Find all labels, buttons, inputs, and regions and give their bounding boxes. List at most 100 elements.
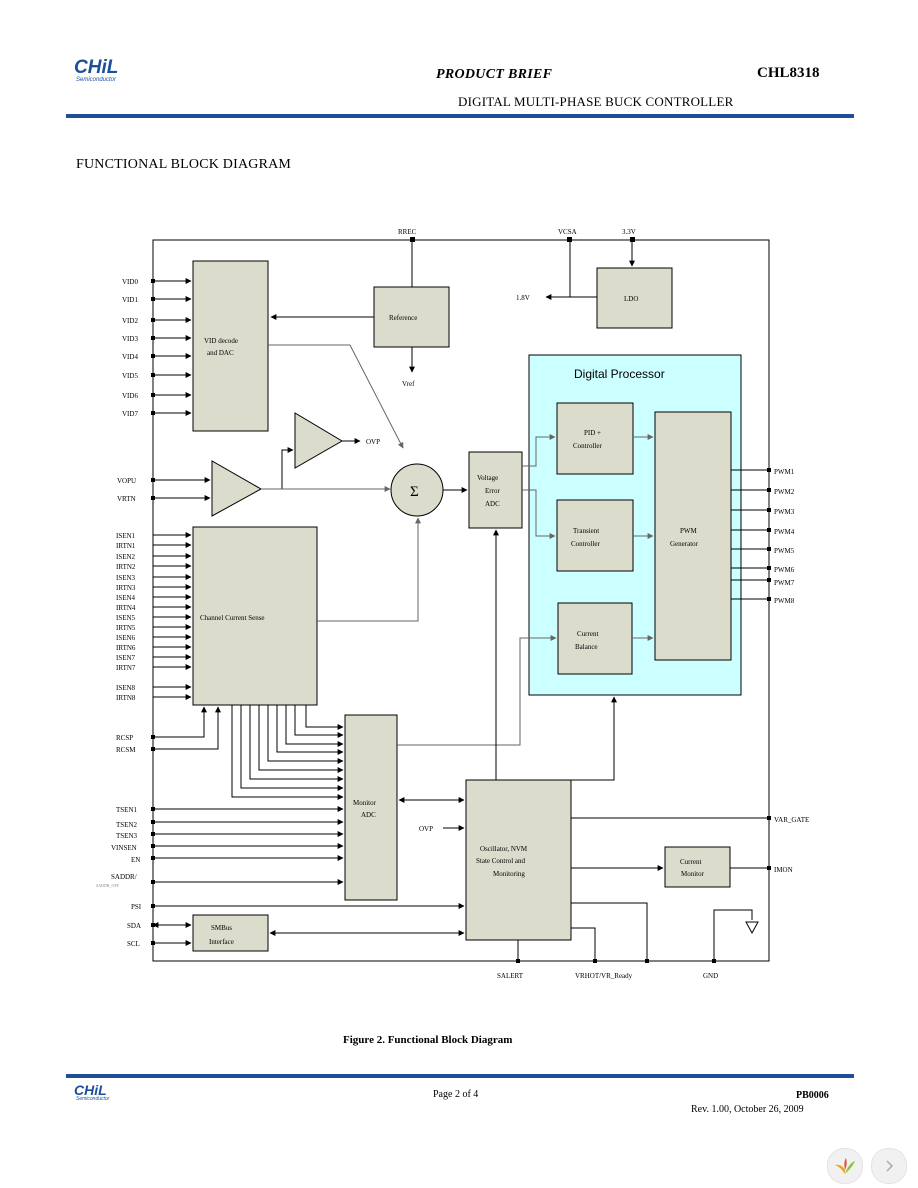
pin-vid2: VID2 bbox=[122, 317, 138, 325]
viewer-logo-button[interactable] bbox=[827, 1148, 863, 1184]
pin-irtn4: IRTN4 bbox=[116, 604, 136, 612]
vea-line2: Error bbox=[485, 487, 500, 495]
osc-line3: Monitoring bbox=[493, 870, 525, 878]
channel-current-label: Channel Current Sense bbox=[200, 614, 265, 622]
pin-rrec: RREC bbox=[398, 228, 417, 236]
pin-psi: PSI bbox=[131, 903, 142, 911]
voltage-error-adc-block bbox=[468, 451, 523, 529]
transient-line1: Transient bbox=[573, 527, 599, 535]
part-number: CHL8318 bbox=[757, 65, 820, 81]
pin-vrhot: VRHOT/VR_Ready bbox=[575, 972, 633, 980]
top-pins: RREC VCSA 3.3V bbox=[398, 228, 636, 242]
pin-imon: IMON bbox=[774, 866, 793, 874]
smbus-line2: Interface bbox=[209, 938, 234, 946]
monitor-adc-block bbox=[344, 714, 398, 901]
pin-isen5: ISEN5 bbox=[116, 614, 136, 622]
brief-label: PRODUCT BRIEF bbox=[436, 67, 553, 82]
pin-saddr-sub: SADDR_OFF bbox=[96, 883, 120, 888]
smbus-interface-block bbox=[192, 914, 269, 952]
smbus-line1: SMBus bbox=[211, 924, 232, 932]
pin-pwm1: PWM1 bbox=[774, 468, 795, 476]
v18-label: 1.8V bbox=[516, 294, 530, 302]
current-monitor-block bbox=[664, 846, 731, 888]
pin-vid5: VID5 bbox=[122, 372, 138, 380]
viewer-logo-icon bbox=[835, 1158, 855, 1174]
monitor-adc-line1: Monitor bbox=[353, 799, 377, 807]
pin-vid0: VID0 bbox=[122, 278, 138, 286]
next-page-button[interactable] bbox=[871, 1148, 907, 1184]
vid-dac-block bbox=[192, 260, 269, 432]
footer-logo-sub: Semiconductor bbox=[76, 1096, 110, 1102]
pin-pwm2: PWM2 bbox=[774, 488, 795, 496]
ovp-left-label: OVP bbox=[419, 825, 433, 833]
transient-controller-block bbox=[556, 499, 634, 572]
doc-id: PB0006 bbox=[796, 1090, 829, 1101]
sigma-symbol: Σ bbox=[410, 484, 419, 500]
pin-irtn1: IRTN1 bbox=[116, 542, 136, 550]
pin-salert: SALERT bbox=[497, 972, 524, 980]
vsense-amplifier bbox=[211, 460, 263, 517]
pin-vcsa: VCSA bbox=[558, 228, 577, 236]
chevron-right-icon bbox=[886, 1160, 894, 1172]
cur-mon-line2: Monitor bbox=[681, 870, 705, 878]
digital-processor-label: Digital Processor bbox=[574, 367, 665, 381]
pin-isen7: ISEN7 bbox=[116, 654, 136, 662]
osc-line2: State Control and bbox=[476, 857, 525, 865]
pwm-gen-line2: Generator bbox=[670, 540, 699, 548]
pin-irtn5: IRTN5 bbox=[116, 624, 136, 632]
pin-pwm4: PWM4 bbox=[774, 528, 795, 536]
reference-block bbox=[373, 286, 450, 348]
vid-pins: VID0 VID1 VID2 VID3 VID4 VID5 VID6 VID7 bbox=[122, 278, 192, 418]
oscillator-state-control-block bbox=[465, 779, 572, 941]
pid-line2: Controller bbox=[573, 442, 602, 450]
balance-line1: Current bbox=[577, 630, 598, 638]
pin-vid7: VID7 bbox=[122, 410, 138, 418]
pin-pwm6: PWM6 bbox=[774, 566, 795, 574]
pwm-pins bbox=[731, 469, 769, 600]
pid-controller-block bbox=[556, 402, 634, 475]
footer-rule bbox=[66, 1074, 854, 1078]
pin-isen1: ISEN1 bbox=[116, 532, 136, 540]
header-logo-sub: Semiconductor bbox=[76, 77, 117, 83]
figure-caption: Figure 2. Functional Block Diagram bbox=[343, 1034, 513, 1046]
pin-var-gate: VAR_GATE bbox=[774, 816, 809, 824]
isen-pins: ISEN1 IRTN1 ISEN2 IRTN2 ISEN3 IRTN3 ISEN… bbox=[116, 532, 192, 702]
pin-vid6: VID6 bbox=[122, 392, 138, 400]
pin-3v3: 3.3V bbox=[622, 228, 636, 236]
vid-dac-line1: VID decode bbox=[204, 337, 238, 345]
osc-line1: Oscillator, NVM bbox=[480, 845, 528, 853]
pin-vid1: VID1 bbox=[122, 296, 138, 304]
pin-gnd: GND bbox=[703, 972, 718, 980]
pin-pwm7: PWM7 bbox=[774, 579, 795, 587]
reference-label: Reference bbox=[389, 314, 417, 322]
vref-label: Vref bbox=[402, 380, 415, 388]
transient-line2: Controller bbox=[571, 540, 600, 548]
section-title: FUNCTIONAL BLOCK DIAGRAM bbox=[76, 157, 292, 172]
pin-isen8: ISEN8 bbox=[116, 684, 136, 692]
vea-line1: Voltage bbox=[477, 474, 498, 482]
pid-line1: PID + bbox=[584, 429, 601, 437]
pin-vopu: VOPU bbox=[117, 477, 136, 485]
pin-irtn7: IRTN7 bbox=[116, 664, 136, 672]
header-rule bbox=[66, 114, 854, 118]
pin-pwm5: PWM5 bbox=[774, 547, 795, 555]
current-balance-block bbox=[557, 602, 633, 675]
pin-en: EN bbox=[131, 856, 140, 864]
vid-dac-line2: and DAC bbox=[207, 349, 234, 357]
footer-logo: CHiL bbox=[74, 1082, 107, 1098]
pin-irtn3: IRTN3 bbox=[116, 584, 136, 592]
pin-vid4: VID4 bbox=[122, 353, 138, 361]
page-number: Page 2 of 4 bbox=[433, 1089, 479, 1100]
pin-rcsp: RCSP bbox=[116, 734, 133, 742]
pin-scl: SCL bbox=[127, 940, 140, 948]
ldo-block bbox=[596, 267, 673, 329]
monitor-adc-line2: ADC bbox=[361, 811, 376, 819]
ovp-top-label: OVP bbox=[366, 438, 380, 446]
channel-current-sense-block bbox=[192, 526, 318, 706]
ldo-label: LDO bbox=[624, 295, 638, 303]
pin-vid3: VID3 bbox=[122, 335, 138, 343]
pin-rcsm: RCSM bbox=[116, 746, 136, 754]
pin-pwm8: PWM8 bbox=[774, 597, 795, 605]
pin-sda: SDA bbox=[127, 922, 141, 930]
